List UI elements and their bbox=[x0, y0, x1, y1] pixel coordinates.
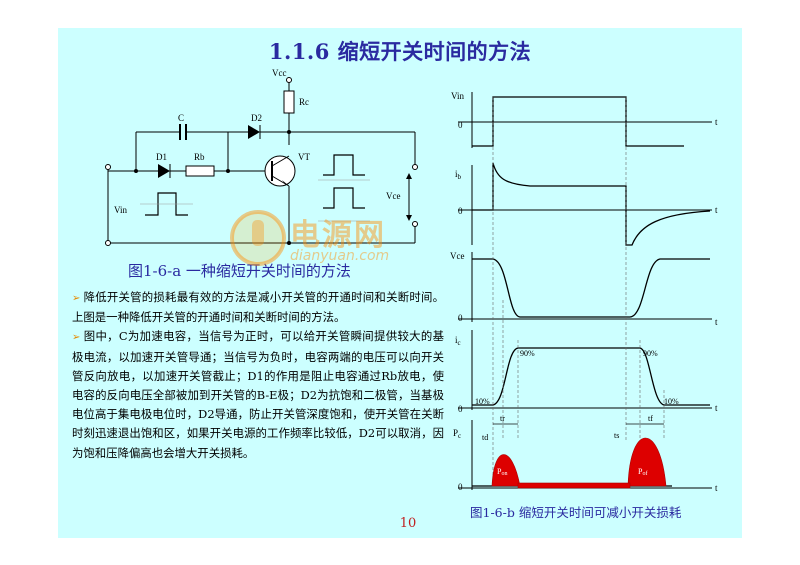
label-vcc: Vcc bbox=[272, 68, 287, 78]
label-10-left: 10% bbox=[475, 397, 490, 406]
label-ts: ts bbox=[614, 431, 619, 440]
watermark: 电源网 dianyuan.com bbox=[228, 208, 389, 272]
waveform-caption: 图1-6-b 缩短开关时间可减小开关损耗 bbox=[470, 505, 682, 520]
t-1: t bbox=[715, 117, 718, 127]
label-ic-axis: ic bbox=[455, 335, 461, 347]
circuit-diagram: Vcc Rc C D2 D1 Rb VT Vin Vce bbox=[105, 68, 418, 246]
zero-4: 0 bbox=[458, 404, 463, 414]
label-d1: D1 bbox=[156, 152, 167, 162]
label-d2: D2 bbox=[251, 113, 262, 123]
label-rb: Rb bbox=[194, 152, 205, 162]
vin-terminal-top bbox=[105, 164, 111, 170]
label-td: td bbox=[482, 433, 488, 442]
turn-off-loss bbox=[627, 437, 667, 487]
slide-title: 1.1.6 缩短开关时间的方法 bbox=[268, 39, 532, 64]
transistor-vt bbox=[264, 155, 296, 187]
zero-1: 0 bbox=[458, 120, 463, 130]
vin-terminal-bottom bbox=[105, 240, 111, 246]
slide: 1.1.6 缩短开关时间的方法 bbox=[58, 28, 742, 538]
label-pof: Pof bbox=[638, 467, 647, 477]
zero-2: 0 bbox=[458, 206, 463, 216]
conduction-loss bbox=[517, 482, 631, 489]
zero-3: 0 bbox=[458, 313, 463, 323]
t-5: t bbox=[715, 483, 718, 493]
label-vce-axis: Vce bbox=[450, 251, 465, 261]
label-pc-axis: Pc bbox=[453, 428, 461, 440]
switching-waveforms: Vin 0 t ib 0 t Vce 0 t ic 0 t Pc 0 t 90%… bbox=[450, 91, 718, 493]
label-c: C bbox=[178, 113, 184, 123]
paragraph-2: ➢图中，C为加速电容，当信号为正时，可以给开关管瞬间提供较大的基极电流，以加速开… bbox=[72, 329, 444, 460]
body-text: ➢降低开关管的损耗最有效的方法是减小开关管的开通时间和关断时间。上图是一种降低开… bbox=[72, 288, 444, 463]
label-tf: tf bbox=[648, 414, 653, 423]
label-tr: tr bbox=[500, 414, 505, 423]
t-4: t bbox=[715, 403, 718, 413]
vcc-terminal bbox=[286, 77, 292, 83]
label-vt: VT bbox=[298, 152, 310, 162]
bullet-arrow-icon: ➢ bbox=[72, 293, 81, 304]
label-vin-axis: Vin bbox=[451, 91, 464, 101]
paragraph-1: ➢降低开关管的损耗最有效的方法是减小开关管的开通时间和关断时间。上图是一种降低开… bbox=[72, 290, 444, 325]
vce-terminal-top bbox=[412, 164, 418, 170]
label-pon: Pon bbox=[497, 467, 507, 477]
circuit-caption: 图1-6-a 一种缩短开关时间的方法 bbox=[128, 262, 351, 280]
page-number: 10 bbox=[399, 516, 417, 531]
resistor-rc bbox=[283, 90, 295, 114]
label-90-left: 90% bbox=[520, 349, 535, 358]
vce-terminal-bottom bbox=[412, 221, 418, 227]
label-vce: Vce bbox=[386, 191, 401, 201]
label-10-right: 10% bbox=[664, 397, 679, 406]
label-vin: Vin bbox=[114, 205, 127, 215]
resistor-rb bbox=[185, 165, 215, 177]
label-90-right: 90% bbox=[643, 349, 658, 358]
t-3: t bbox=[715, 317, 718, 327]
turn-on-loss bbox=[491, 454, 521, 487]
t-2: t bbox=[715, 205, 718, 215]
zero-5: 0 bbox=[458, 482, 463, 492]
watermark-text: 电源网 bbox=[290, 218, 386, 253]
watermark-url: dianyuan.com bbox=[290, 248, 390, 264]
label-rc: Rc bbox=[299, 97, 309, 107]
watermark-logo-icon bbox=[230, 210, 286, 266]
label-ib-axis: ib bbox=[455, 169, 462, 181]
bullet-arrow-icon: ➢ bbox=[72, 332, 81, 344]
